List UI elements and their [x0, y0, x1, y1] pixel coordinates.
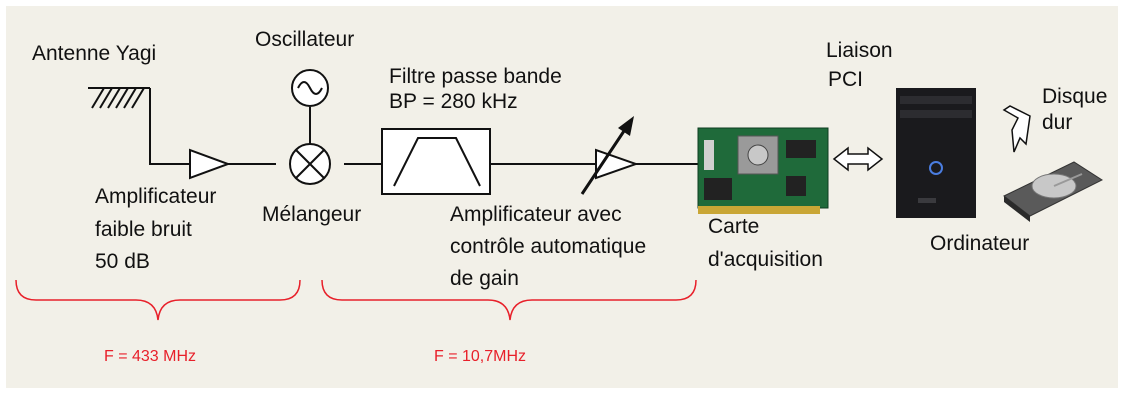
computer-label: Ordinateur [930, 232, 1029, 255]
antenna-label: Antenne Yagi [32, 42, 156, 65]
disk-label-line1: Disque [1042, 85, 1107, 108]
storage-arrow-icon [1002, 105, 1031, 153]
if-brace [321, 279, 697, 321]
rf-brace [15, 279, 301, 321]
filter-label-line2: BP = 280 kHz [389, 90, 518, 113]
yagi-antenna-icon [88, 87, 150, 109]
card-label-line2: d'acquisition [708, 248, 823, 271]
low-noise-amplifier-icon [189, 148, 231, 180]
mixer-icon [289, 143, 331, 185]
lna-label-line3: 50 dB [95, 250, 150, 273]
agc-label-line1: Amplificateur avec [450, 203, 622, 226]
agc-label-line3: de gain [450, 267, 519, 290]
lna-label-line2: faible bruit [95, 218, 192, 241]
filter-label-line1: Filtre passe bande [389, 65, 562, 88]
agc-label-line2: contrôle automatique [450, 235, 646, 258]
rf-frequency-label: F = 433 MHz [104, 348, 196, 365]
lna-label-line1: Amplificateur [95, 185, 216, 208]
mixer-label: Mélangeur [262, 203, 361, 226]
signal-wires [149, 88, 700, 165]
computer-tower-image [896, 88, 976, 218]
pci-label-line1: Liaison [826, 39, 893, 62]
agc-amplifier-icon [580, 116, 640, 195]
bandpass-filter-icon [381, 128, 491, 195]
oscillator-label: Oscillateur [255, 28, 354, 51]
if-frequency-label: F = 10,7MHz [434, 348, 526, 365]
oscillator-icon [291, 69, 329, 107]
hard-disk-image [1003, 161, 1104, 222]
disk-label-line2: dur [1042, 111, 1072, 134]
pci-double-arrow-icon [832, 146, 884, 172]
pci-label-line2: PCI [828, 68, 863, 91]
acquisition-card-image [697, 127, 829, 214]
card-label-line1: Carte [708, 215, 759, 238]
